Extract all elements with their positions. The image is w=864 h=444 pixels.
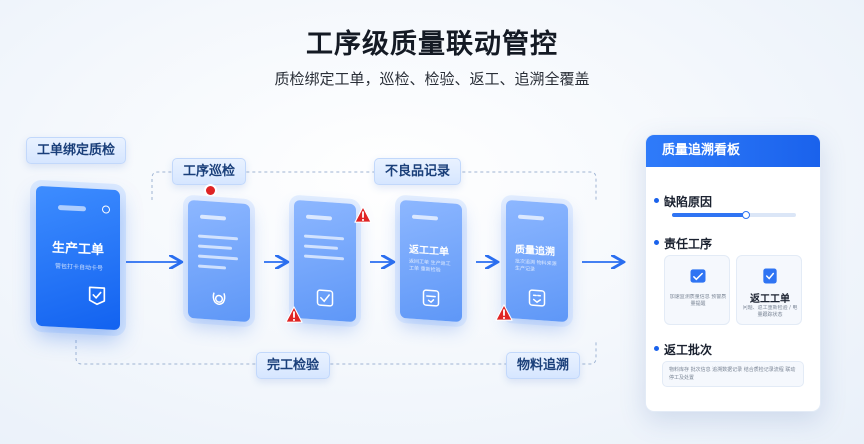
doc-line bbox=[304, 244, 338, 250]
doc-line bbox=[198, 234, 238, 241]
doc-trace-sub: 批次追溯 物料来源 生产记录 bbox=[515, 258, 557, 273]
responsible-process-title: 责任工序 bbox=[653, 237, 713, 251]
doc-line bbox=[198, 244, 232, 250]
monitor-card-sub: 加速监测质量信息 预警质量提醒 bbox=[669, 294, 727, 307]
tag-patrol: 工序巡检 bbox=[172, 158, 247, 185]
process-doc-trace: 质量追溯 批次追溯 物料来源 生产记录 bbox=[506, 199, 568, 323]
defect-cause-title: 缺陷原因 bbox=[653, 195, 713, 209]
warning-icon bbox=[354, 206, 372, 223]
work-order-card: 生产工单 营包打卡自动卡号 bbox=[36, 185, 120, 331]
doc-line bbox=[198, 264, 226, 270]
page-title: 工序级质量联动管控 bbox=[306, 29, 558, 60]
warning-icon bbox=[285, 306, 303, 323]
trace-icon bbox=[528, 289, 546, 307]
doc-line bbox=[198, 254, 238, 261]
doc-trace-label: 质量追溯 bbox=[515, 244, 555, 259]
doc-bar bbox=[412, 214, 438, 221]
shield-check-icon bbox=[88, 286, 106, 306]
progress-knob bbox=[742, 211, 751, 219]
tag-material-trace: 物料追溯 bbox=[506, 352, 581, 379]
doc-line bbox=[304, 254, 344, 261]
process-doc-rework: 返工工单 返回工单 生产返工工单 重新检验 bbox=[400, 199, 462, 323]
check-box-icon bbox=[316, 289, 334, 307]
doc-bar bbox=[518, 214, 544, 221]
rework-order-card: 返工工单 问题、返工重新检验 / 电量跟踪状态 bbox=[736, 255, 802, 325]
doc-rework-label: 返工工单 bbox=[409, 244, 449, 259]
tag-defect: 不良品记录 bbox=[374, 158, 462, 185]
rework-icon bbox=[422, 289, 440, 307]
doc-line bbox=[304, 234, 344, 241]
doc-bar bbox=[200, 214, 226, 221]
tag-final-inspection: 完工检验 bbox=[256, 352, 331, 379]
circle-check-icon bbox=[212, 292, 226, 306]
rework-order-sub: 问题、返工重新检验 / 电量跟踪状态 bbox=[742, 305, 798, 318]
page-subtitle: 质检绑定工单，巡检、检验、返工、追溯全覆盖 bbox=[274, 70, 590, 88]
monitor-card: 加速监测质量信息 预警质量提醒 bbox=[664, 255, 730, 325]
clipboard-check-icon bbox=[763, 268, 777, 284]
progress-fill bbox=[672, 213, 747, 217]
quality-trace-panel: 质量追溯看板 缺陷原因 责任工序 加速监测质量信息 预警质量提醒 返工工单 问题… bbox=[645, 134, 821, 412]
doc-rework-sub: 返回工单 生产返工工单 重新检验 bbox=[409, 258, 451, 274]
work-order-sub: 营包打卡自动卡号 bbox=[54, 262, 103, 273]
patrol-pin bbox=[206, 186, 215, 195]
doc-bar bbox=[306, 214, 332, 221]
work-order-label: 生产工单 bbox=[51, 240, 104, 259]
defect-cause-progress bbox=[672, 211, 796, 219]
calendar-check-icon bbox=[690, 269, 706, 283]
rework-order-label: 返工工单 bbox=[750, 294, 790, 305]
process-doc-1 bbox=[188, 199, 250, 323]
tag-binding: 工单绑定质检 bbox=[26, 137, 127, 164]
rework-batch-note: 物料库存 批次信息 追溯数据记录 结合质检记录流程 联动停工及处置 bbox=[662, 361, 804, 387]
panel-title: 质量追溯看板 bbox=[646, 135, 820, 167]
process-doc-2 bbox=[294, 199, 356, 323]
card-bar bbox=[58, 204, 86, 212]
card-dot bbox=[102, 205, 110, 214]
warning-icon bbox=[495, 304, 513, 321]
rework-batch-title: 返工批次 bbox=[653, 343, 713, 357]
